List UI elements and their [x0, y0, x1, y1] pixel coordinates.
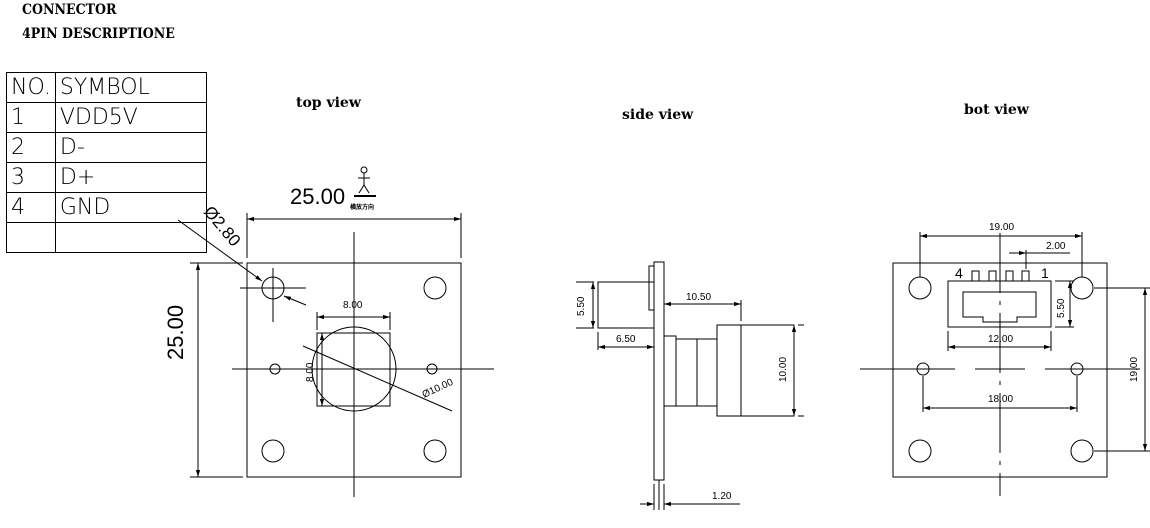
bot-dim-1900-top: 19.00 [989, 222, 1014, 233]
lens-circle [311, 326, 397, 412]
lens-square [316, 332, 391, 407]
side-view-connector [597, 281, 655, 329]
side-view-title: side view [622, 107, 694, 123]
side-dim-1000: 10.00 [778, 357, 789, 382]
pin-symbol: D- [54, 132, 207, 163]
header-line-2: 4PIN DESCRIPTIONE [22, 26, 175, 42]
bot-pin-2 [1005, 270, 1014, 282]
top-dim-square-h: 8.00 [305, 362, 316, 382]
top-dim-circle: Ø10.00 [421, 377, 456, 401]
table-row: 3 D+ [6, 162, 207, 193]
mounting-hole-tr [423, 276, 447, 300]
bot-view-title: bot view [964, 102, 1029, 118]
side-view-board [653, 261, 665, 481]
pin-no: 4 [6, 192, 56, 223]
pin-no: 2 [6, 132, 56, 163]
bot-small-hole-right [1070, 362, 1084, 376]
side-view-drawing [576, 261, 804, 510]
side-view-lens-ring-3 [696, 338, 718, 407]
mounting-hole-br [423, 439, 447, 463]
bot-pin-label-4: 4 [955, 265, 963, 281]
orientation-label: 横放方向 [350, 203, 374, 211]
side-dim-550: 5.50 [576, 296, 587, 316]
header-line-1: CONNECTOR [22, 2, 117, 18]
bot-view-drawing [860, 232, 1150, 496]
bot-connector-socket [962, 291, 1037, 323]
top-dim-square-w: 8.00 [343, 300, 363, 311]
pin-symbol: D+ [54, 162, 207, 193]
top-view-small-hole-right [426, 363, 438, 375]
pin-symbol [54, 222, 207, 253]
bot-pin-1 [1021, 270, 1030, 282]
top-view-small-hole-left [269, 363, 281, 375]
side-view-lens-ring-2 [675, 338, 698, 407]
bot-connector-outline [947, 280, 1052, 328]
bot-dim-1800: 18.00 [988, 394, 1013, 405]
top-dim-hole: Ø2.80 [200, 202, 244, 250]
bot-pin-4 [971, 270, 980, 282]
orientation-figure [354, 166, 376, 197]
pin-symbol: VDD5V [54, 102, 207, 133]
top-dim-width: 25.00 [290, 184, 345, 209]
bot-dim-1900-right: 19.00 [1129, 357, 1140, 382]
header-symbol: SYMBOL [54, 72, 207, 103]
bot-mounting-hole-tr [1070, 276, 1094, 300]
bot-mounting-hole-bl [908, 439, 932, 463]
side-view-lens-ring-1 [663, 335, 677, 407]
pin-no: 3 [6, 162, 56, 193]
header-no: NO. [6, 72, 56, 103]
mounting-hole-bl [261, 439, 285, 463]
top-view-title: top view [296, 95, 361, 111]
bot-mounting-hole-tl [908, 276, 932, 300]
table-header-row: NO. SYMBOL [6, 72, 207, 103]
pin-description-table: NO. SYMBOL 1 VDD5V 2 D- 3 D+ 4 GND [6, 72, 207, 253]
bot-dim-200: 2.00 [1046, 241, 1066, 252]
top-dim-height: 25.00 [163, 305, 188, 360]
bot-dim-550: 5.50 [1056, 298, 1067, 318]
top-view-drawing [177, 166, 494, 497]
side-dim-650: 6.50 [616, 334, 636, 345]
pin-no [6, 222, 56, 253]
side-view-lens-ring-4 [716, 324, 742, 417]
bot-small-hole-left [916, 362, 930, 376]
side-view-connector-tab [648, 265, 655, 311]
bot-pin-label-1: 1 [1041, 265, 1049, 281]
table-row: 1 VDD5V [6, 102, 207, 133]
table-row [6, 222, 207, 253]
side-dim-120: 1.20 [712, 491, 732, 502]
pin-no: 1 [6, 102, 56, 133]
bot-pin-3 [988, 270, 997, 282]
bot-mounting-hole-br [1070, 439, 1094, 463]
table-row: 2 D- [6, 132, 207, 163]
side-dim-1050: 10.50 [686, 292, 711, 303]
bot-dim-1200: 12.00 [988, 334, 1013, 345]
